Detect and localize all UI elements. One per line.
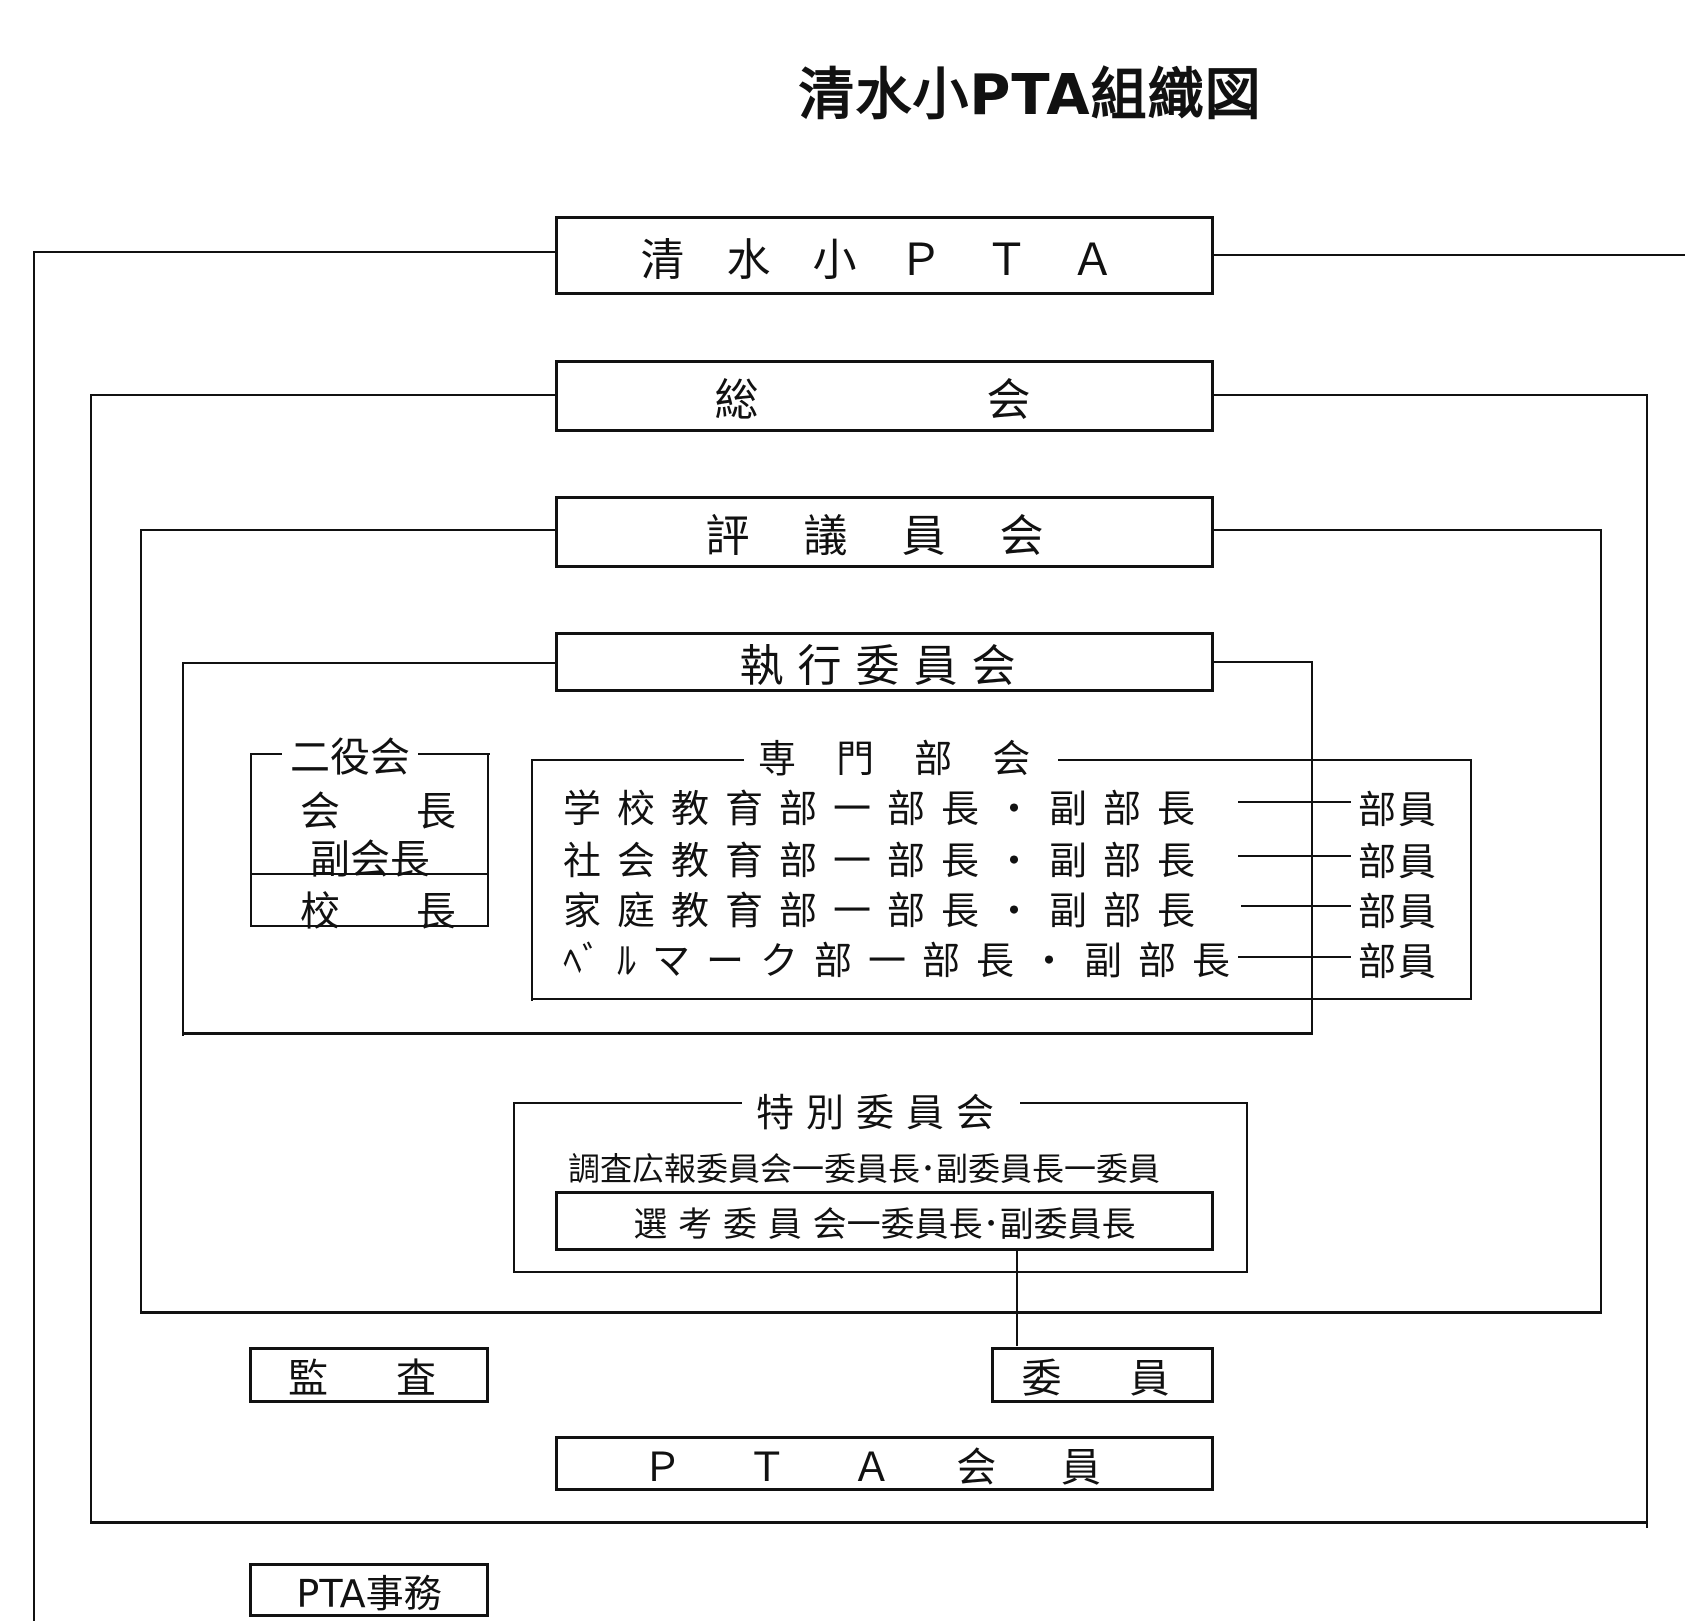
connector-line [513, 1271, 1248, 1273]
council-box: 評 議 員 会 [555, 496, 1214, 568]
pta-office-box: PTA事務 [249, 1563, 489, 1617]
department-name: ﾍﾞﾙマーク部一部長・副部長 [563, 939, 1247, 983]
department-name: 社会教育部一部長・副部長 [563, 839, 1212, 883]
officers-group-label: 二役会 [282, 725, 418, 783]
connector-line [90, 394, 92, 1522]
audit-label: 監 査 [288, 1356, 450, 1402]
connector-line [1238, 801, 1351, 803]
department-members: 部員 [1358, 940, 1439, 984]
pta-box: 清 水 小 Ｐ Ｔ Ａ [555, 216, 1214, 295]
connector-line [1214, 254, 1685, 256]
research-pr-committee-label: 調査広報委員会一委員長･副委員長一委員 [568, 1150, 1161, 1188]
connector-line [531, 998, 1472, 1000]
connector-line [33, 251, 556, 253]
connector-line [90, 1521, 1648, 1524]
general-meeting-label: 総 会 [714, 375, 1055, 426]
council-label: 評 議 員 会 [705, 511, 1064, 562]
connector-line [1600, 529, 1602, 1314]
connector-line [140, 529, 556, 531]
connector-line [182, 1032, 1313, 1035]
department-name: 家庭教育部一部長・副部長 [563, 889, 1212, 933]
connector-line [1241, 905, 1351, 907]
connector-line [1214, 661, 1312, 663]
selection-committee-label: 選 考 委 員 会一委員長･副委員長 [633, 1204, 1136, 1245]
department-members: 部員 [1358, 788, 1439, 832]
connector-line [250, 925, 489, 927]
connector-line [1246, 1102, 1248, 1273]
audit-box: 監 査 [249, 1347, 489, 1403]
pta-members-box: Ｐ Ｔ Ａ 会 員 [555, 1436, 1214, 1491]
president-label: 会 長 [300, 789, 474, 835]
connector-line [140, 1311, 1602, 1314]
connector-line [1646, 394, 1648, 1528]
connector-line [1470, 759, 1472, 999]
general-meeting-box: 総 会 [555, 360, 1214, 432]
connector-line [250, 873, 489, 875]
committee-members-box: 委 員 [991, 1347, 1214, 1403]
connector-line [1238, 855, 1351, 857]
connector-line [1311, 661, 1313, 1033]
connector-line [487, 753, 489, 927]
department-name: 学校教育部一部長・副部長 [563, 787, 1212, 831]
chart-title: 清水小PTA組織図 [798, 63, 1262, 128]
connector-line [531, 759, 533, 1001]
connector-line [182, 662, 556, 664]
department-members: 部員 [1358, 890, 1439, 934]
selection-committee-box: 選 考 委 員 会一委員長･副委員長 [555, 1191, 1214, 1251]
connector-line [140, 529, 142, 1314]
connector-line [90, 394, 556, 396]
connector-line [1016, 1245, 1018, 1346]
vice-president-label: 副会長 [310, 837, 430, 883]
executive-box: 執行委員会 [555, 632, 1214, 692]
connector-line [1214, 529, 1602, 531]
pta-members-label: Ｐ Ｔ Ａ 会 員 [642, 1444, 1127, 1491]
executive-label: 執行委員会 [739, 641, 1030, 692]
pta-label: 清 水 小 Ｐ Ｔ Ａ [640, 234, 1129, 286]
principal-label: 校 長 [300, 889, 474, 935]
connector-line [1214, 394, 1647, 396]
connector-line [250, 753, 252, 927]
departments-group-label: 専 門 部 会 [744, 728, 1059, 783]
connector-line [182, 662, 184, 1036]
committee-members-label: 委 員 [1021, 1356, 1184, 1402]
pta-office-label: PTA事務 [296, 1571, 442, 1616]
department-members: 部員 [1358, 840, 1439, 884]
connector-line [513, 1102, 515, 1273]
special-committees-label: 特別委員会 [742, 1082, 1021, 1137]
connector-line [1238, 956, 1351, 958]
connector-line [33, 251, 35, 1621]
